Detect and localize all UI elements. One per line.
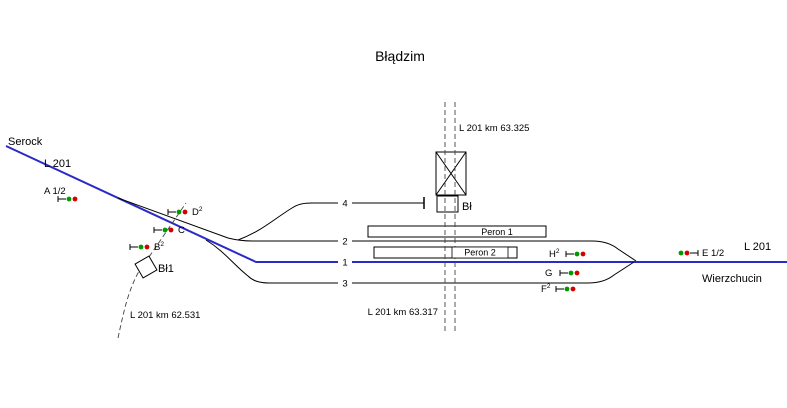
label-km-63325: L 201 km 63.325 bbox=[459, 123, 529, 134]
main-line-track-1 bbox=[5, 145, 787, 263]
label-building-bl: Bł bbox=[462, 201, 472, 213]
signal-a-label: A 1/2 bbox=[44, 186, 66, 197]
signal-a: A 1/2 bbox=[44, 186, 78, 202]
label-km-62531: L 201 km 62.531 bbox=[130, 310, 200, 321]
signal-g: G bbox=[545, 268, 580, 279]
label-line-left: L 201 bbox=[44, 158, 71, 170]
platform-peron1 bbox=[367, 225, 547, 238]
signal-h-label: H2 bbox=[549, 248, 560, 260]
signal-d: D2 bbox=[167, 206, 203, 218]
platform-peron2 bbox=[373, 246, 518, 259]
label-station-wierzchucin: Wierzchucin bbox=[702, 273, 762, 285]
signal-g-label: G bbox=[545, 268, 552, 279]
track-4-line bbox=[237, 202, 424, 241]
signal-c-lamp-red-icon bbox=[168, 227, 174, 233]
signal-b-lamp-red-icon bbox=[144, 244, 150, 250]
signal-h-lamp-red-icon bbox=[580, 251, 586, 257]
signal-h-lamp-green-icon bbox=[574, 251, 580, 257]
page-title: Błądzim bbox=[375, 48, 425, 64]
label-station-serock: Serock bbox=[8, 136, 43, 148]
track-2-line bbox=[117, 197, 637, 262]
level-crossing-road-line bbox=[117, 202, 187, 339]
track-number-1: 1 bbox=[342, 258, 347, 269]
track-number-2: 2 bbox=[342, 237, 347, 248]
crossing-box-bl1 bbox=[134, 255, 158, 279]
station-building-cross-2 bbox=[435, 151, 467, 196]
signal-d-lamp-red-icon bbox=[182, 209, 188, 215]
signal-e: E 1/2 bbox=[678, 248, 724, 259]
signal-c-label: C bbox=[178, 225, 185, 236]
signal-b-lamp-green-icon bbox=[138, 244, 144, 250]
signal-f: F2 bbox=[541, 283, 576, 295]
signal-d-lamp-green-icon bbox=[176, 209, 182, 215]
signal-a-lamp-green-icon bbox=[66, 196, 72, 202]
signal-f-lamp-green-icon bbox=[564, 286, 570, 292]
station-post-box bbox=[436, 195, 459, 213]
signal-b-label: B2 bbox=[154, 241, 164, 253]
signal-h: H2 bbox=[549, 248, 586, 260]
signal-b: B2 bbox=[129, 241, 164, 253]
signal-e-lamp-green-icon bbox=[678, 250, 684, 256]
signal-a-lamp-red-icon bbox=[72, 196, 78, 202]
signal-c-lamp-green-icon bbox=[162, 227, 168, 233]
signal-f-label: F2 bbox=[541, 283, 551, 295]
signal-g-lamp-red-icon bbox=[574, 270, 580, 276]
signal-c: C bbox=[153, 225, 185, 236]
signal-e-lamp-red-icon bbox=[684, 250, 690, 256]
track-3-line bbox=[205, 239, 635, 284]
station-building bbox=[435, 151, 467, 213]
track-number-3: 3 bbox=[342, 279, 347, 290]
signal-f-lamp-red-icon bbox=[570, 286, 576, 292]
label-peron2: Peron 2 bbox=[464, 248, 496, 258]
label-peron1: Peron 1 bbox=[481, 227, 513, 237]
signal-g-lamp-green-icon bbox=[568, 270, 574, 276]
track-number-4: 4 bbox=[342, 199, 347, 210]
label-crossing-box-bl1: Bł1 bbox=[158, 263, 174, 275]
peron2-label-box bbox=[451, 246, 509, 259]
label-km-63317: L 201 km 63.317 bbox=[368, 307, 438, 318]
signal-e-label: E 1/2 bbox=[702, 248, 724, 259]
label-line-right: L 201 bbox=[744, 241, 771, 253]
signal-d-label: D2 bbox=[192, 206, 203, 218]
